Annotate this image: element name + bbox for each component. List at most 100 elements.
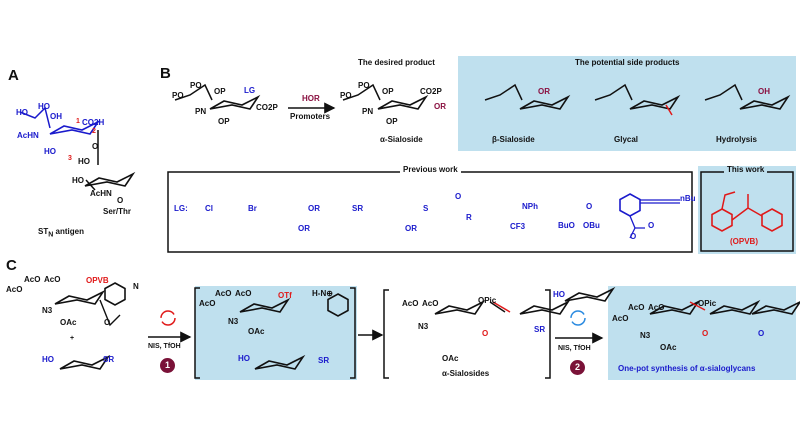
atom-label: HO bbox=[72, 176, 84, 185]
atom-label: O bbox=[482, 329, 489, 338]
galnac-ring bbox=[84, 173, 134, 187]
opvb-label: (OPVB) bbox=[730, 237, 758, 246]
final-product-box bbox=[608, 286, 796, 380]
atom-label: HO bbox=[38, 102, 50, 111]
atom-label: O bbox=[758, 329, 765, 338]
carbon-number: 2 bbox=[92, 128, 96, 135]
atom-label: AcO bbox=[402, 299, 419, 308]
this-work-title: This work bbox=[724, 166, 768, 174]
carbon-number: 3 bbox=[68, 155, 72, 162]
final-caption: One-pot synthesis of α-sialoglycans bbox=[618, 364, 756, 373]
atom-label: HO bbox=[42, 355, 54, 364]
step2-acceptor: HO bbox=[553, 290, 565, 299]
side-product-name: Hydrolysis bbox=[716, 135, 757, 144]
atom-label: O bbox=[648, 221, 655, 230]
atom-label: PN bbox=[362, 107, 374, 116]
lg-sulfoxide: R bbox=[466, 213, 472, 222]
atom-label: O bbox=[702, 329, 709, 338]
panel-c-label: C bbox=[6, 257, 17, 274]
opvb-bonds bbox=[721, 191, 763, 221]
caption-subscript: N bbox=[48, 231, 54, 239]
reagent-promoters: Promoters bbox=[290, 112, 331, 121]
atom-label: OAc bbox=[442, 354, 459, 363]
glycosidic-bond bbox=[492, 301, 511, 313]
previous-work-frame bbox=[167, 171, 693, 253]
lg-phosphate: O bbox=[586, 202, 593, 211]
panel-a-label: A bbox=[8, 67, 19, 84]
glycosidic-bond bbox=[689, 301, 706, 311]
atom-label: OP bbox=[218, 117, 230, 126]
atom-label: OP bbox=[382, 87, 394, 96]
side-product-name: β-Sialoside bbox=[492, 135, 535, 144]
atom-label: AcO bbox=[215, 289, 232, 298]
atom-label: AcHN bbox=[90, 189, 112, 198]
side-products-title: The potential side products bbox=[575, 58, 680, 67]
reagent-hor: HOR bbox=[302, 94, 320, 103]
desired-product-title: The desired product bbox=[358, 58, 435, 67]
atom-label: OPic bbox=[478, 296, 497, 305]
ester-bonds bbox=[99, 299, 506, 327]
atom-label: PN bbox=[195, 107, 207, 116]
lg-xanthate: OR bbox=[405, 224, 417, 233]
atom-label: N3 bbox=[640, 331, 651, 340]
atom-label: SR bbox=[534, 325, 546, 334]
atom-label: N3 bbox=[228, 317, 239, 326]
atom-label: N bbox=[133, 282, 139, 291]
atom-label: O bbox=[117, 196, 124, 205]
panel-a-caption: STN antigen bbox=[38, 228, 84, 239]
step2-badge: 2 bbox=[570, 360, 585, 375]
atom-label: AcO bbox=[44, 275, 61, 284]
atom-label: OP bbox=[386, 117, 398, 126]
lg-imidate: CF3 bbox=[510, 222, 526, 231]
lg-sulfoxide: O bbox=[455, 192, 462, 201]
lg-chloride: Cl bbox=[205, 204, 213, 213]
atom-label: OAc bbox=[60, 318, 77, 327]
alkynylbenzoate-bonds bbox=[629, 199, 680, 239]
atom-label: O bbox=[104, 318, 111, 327]
side-products-box bbox=[458, 56, 796, 151]
atom-label: SR bbox=[103, 355, 115, 364]
caption-text: ST bbox=[38, 227, 49, 236]
atom-label: OR bbox=[434, 102, 446, 111]
atom-label: OAc bbox=[660, 343, 677, 352]
leaving-group-label: LG bbox=[244, 86, 256, 95]
lg-phosphate: BuO bbox=[558, 221, 575, 230]
atom-label: PO bbox=[358, 81, 370, 90]
otf-group: OTf bbox=[278, 291, 292, 300]
atom-label: HO bbox=[16, 108, 28, 117]
lg-phosphite: OR bbox=[298, 224, 310, 233]
lg-alkynylbenzoate: nBu bbox=[680, 194, 696, 203]
atom-label: O bbox=[92, 142, 99, 151]
side-product-group: OR bbox=[538, 87, 550, 96]
atom-label: AcHN bbox=[17, 131, 39, 140]
sialosides-name: α-Sialosides bbox=[442, 369, 490, 378]
plus-sign: + bbox=[70, 335, 75, 342]
lg-bromide: Br bbox=[248, 204, 257, 213]
atom-label: O bbox=[630, 232, 637, 241]
atom-label: OPic bbox=[698, 299, 717, 308]
step1-reagents: NIS, TfOH bbox=[148, 343, 181, 350]
this-work-box bbox=[698, 166, 796, 254]
atom-label: N3 bbox=[418, 322, 429, 331]
atom-label: HO bbox=[44, 147, 56, 156]
desired-product-name: α-Sialoside bbox=[380, 135, 423, 144]
intermediate-brackets bbox=[194, 287, 356, 379]
step1-badge: 1 bbox=[160, 358, 175, 373]
atom-label: AcO bbox=[648, 303, 665, 312]
atom-label: Ser/Thr bbox=[103, 207, 132, 216]
previous-work-title: Previous work bbox=[400, 166, 461, 174]
lg-xanthate: S bbox=[423, 204, 429, 213]
intermediate-box bbox=[195, 286, 357, 380]
side-product-group: OH bbox=[758, 87, 770, 96]
cycle-icon-blue bbox=[570, 310, 586, 326]
alkynylbenzoate-ring bbox=[619, 193, 641, 217]
atom-label: AcO bbox=[24, 275, 41, 284]
step2-reagents: NIS, TfOH bbox=[558, 345, 591, 352]
lg-imidate: NPh bbox=[522, 202, 538, 211]
sialosides-brackets bbox=[383, 289, 551, 379]
atom-label: PO bbox=[190, 81, 202, 90]
caption-text: antigen bbox=[53, 227, 84, 236]
glycal-double-bond bbox=[665, 104, 673, 116]
